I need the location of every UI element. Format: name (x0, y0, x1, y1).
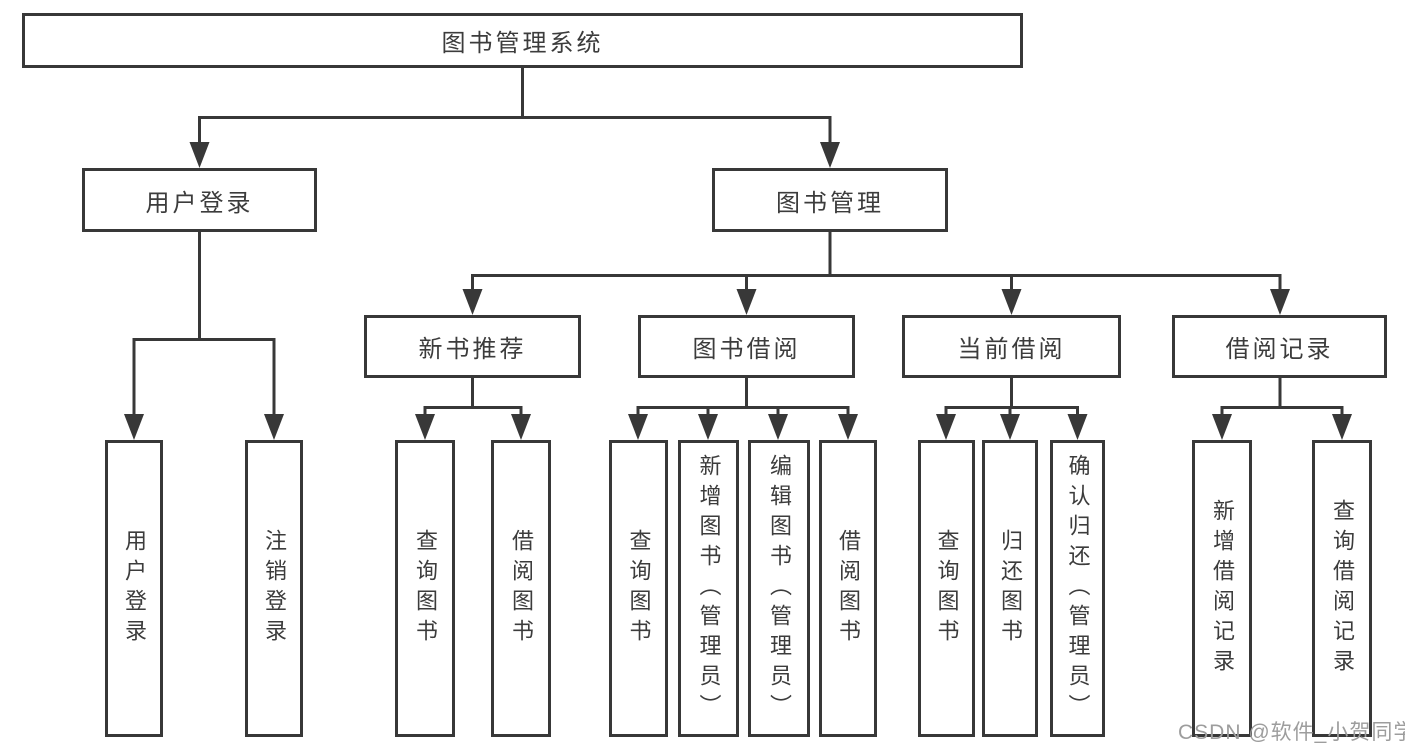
arrow-down-icon (415, 414, 435, 440)
leaf-label: 归还图书 (998, 528, 1023, 649)
leaf-user-login: 用户登录 (105, 440, 163, 737)
node-book-borrow-label: 图书借阅 (692, 336, 801, 363)
connector-user-login-group (124, 232, 284, 440)
arrow-down-icon (462, 289, 483, 315)
arrow-down-icon (1000, 414, 1020, 440)
connector-book-borrow-group (628, 378, 858, 440)
node-new-book-recommend: 新书推荐 (364, 315, 581, 378)
connector-root-to-level2 (189, 68, 840, 168)
leaf-edit-books-admin: 编辑图书（管理员） (748, 440, 810, 737)
node-borrow-records-label: 借阅记录 (1225, 336, 1334, 363)
node-borrow-records: 借阅记录 (1172, 315, 1387, 378)
node-current-borrow: 当前借阅 (902, 315, 1121, 378)
leaf-confirm-return-admin: 确认归还（管理员） (1050, 440, 1105, 737)
arrow-down-icon (698, 414, 718, 440)
leaf-query-books-recommend: 查询图书 (395, 440, 455, 737)
arrow-down-icon (189, 142, 210, 168)
arrow-down-icon (1212, 414, 1232, 440)
arrow-down-icon (628, 414, 648, 440)
arrow-down-icon (1270, 289, 1290, 315)
node-book-management-label: 图书管理 (776, 189, 884, 217)
node-user-login-label: 用户登录 (145, 189, 254, 217)
connector-new-book-group (415, 378, 531, 440)
arrow-down-icon (124, 414, 144, 440)
leaf-label: 新增借阅记录 (1210, 498, 1235, 679)
arrow-down-icon (736, 289, 757, 315)
leaf-query-borrow-record: 查询借阅记录 (1312, 440, 1372, 737)
leaf-logout: 注销登录 (245, 440, 303, 737)
connector-current-borrow-group (936, 378, 1088, 440)
leaf-add-borrow-record: 新增借阅记录 (1192, 440, 1252, 737)
node-book-management: 图书管理 (712, 168, 948, 232)
node-current-borrow-label: 当前借阅 (957, 336, 1066, 363)
arrow-down-icon (1332, 414, 1352, 440)
arrow-down-icon (511, 414, 531, 440)
leaf-label: 注销登录 (262, 528, 287, 649)
leaf-label: 借阅图书 (836, 528, 861, 649)
leaf-query-books-current: 查询图书 (918, 440, 975, 737)
arrow-down-icon (820, 142, 840, 168)
arrow-down-icon (1001, 289, 1022, 315)
node-new-book-recommend-label: 新书推荐 (418, 336, 527, 363)
leaf-label: 查询图书 (934, 528, 960, 649)
node-root: 图书管理系统 (22, 13, 1023, 68)
leaf-label: 确认归还（管理员） (1065, 453, 1091, 724)
leaf-label: 用户登录 (122, 528, 147, 649)
node-root-label: 图书管理系统 (441, 30, 604, 57)
arrow-down-icon (768, 414, 788, 440)
leaf-label: 新增图书（管理员） (696, 453, 722, 724)
leaf-borrow-books-recommend: 借阅图书 (491, 440, 551, 737)
leaf-label: 查询图书 (626, 528, 652, 649)
arrow-down-icon (264, 414, 284, 440)
node-book-borrow: 图书借阅 (638, 315, 855, 378)
leaf-return-books: 归还图书 (982, 440, 1038, 737)
node-user-login: 用户登录 (82, 168, 317, 232)
arrow-down-icon (1067, 414, 1088, 440)
leaf-borrow-books: 借阅图书 (819, 440, 877, 737)
arrow-down-icon (936, 414, 956, 440)
connector-borrow-records-group (1212, 378, 1352, 440)
connector-book-management-to-level3 (462, 232, 1290, 315)
watermark: CSDN @软件_小贺同学 (1178, 721, 1405, 744)
leaf-label: 查询图书 (413, 528, 438, 649)
leaf-add-books-admin: 新增图书（管理员） (678, 440, 739, 737)
leaf-label: 借阅图书 (509, 528, 534, 649)
arrow-down-icon (838, 414, 858, 440)
leaf-label: 编辑图书（管理员） (767, 453, 792, 724)
leaf-label: 查询借阅记录 (1330, 498, 1355, 679)
leaf-query-books-borrow: 查询图书 (609, 440, 668, 737)
